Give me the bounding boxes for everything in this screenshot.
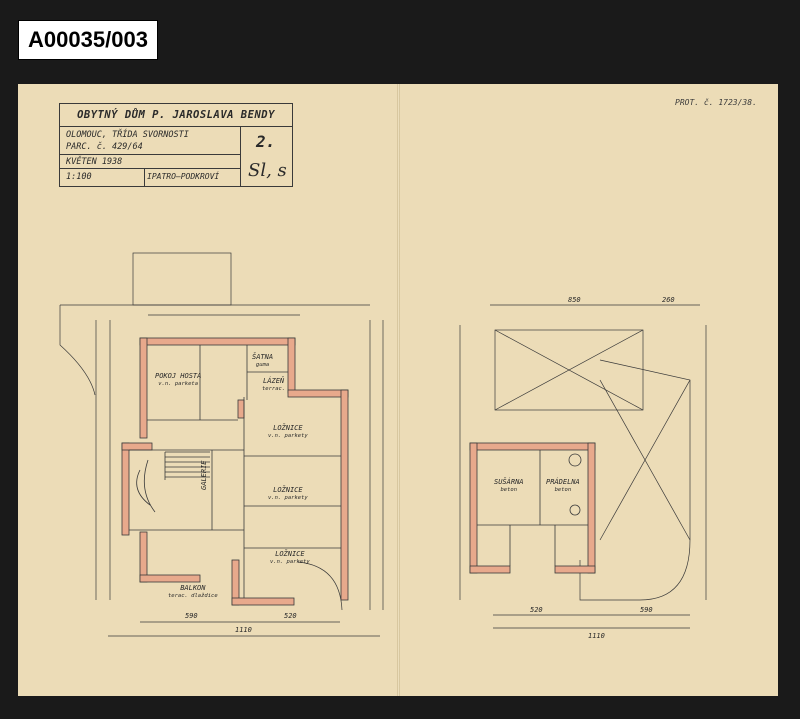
right-plan-partitions xyxy=(477,450,588,566)
room-label-pokoj-hosta: POKOJ HOSTA v.n. parketa xyxy=(155,372,202,387)
dim-right-top-1: 850 xyxy=(568,296,581,304)
archive-id-label: A00035/003 xyxy=(18,20,158,60)
room-label-susarna: SUŠÁRNA beton xyxy=(494,478,524,493)
room-label-loznice-1: LOŽNICE v.n. parkety xyxy=(268,424,308,439)
dim-right-bottom-2: 590 xyxy=(640,606,653,614)
floor-name: IPATRO–PODKROVÍ xyxy=(147,172,220,181)
drawing-scale: 1:100 xyxy=(66,172,92,182)
dim-left-bottom-1: 590 xyxy=(185,612,198,620)
dim-left-total: 1110 xyxy=(235,626,252,634)
room-label-lazen: LÁZEŇ terrac. xyxy=(262,377,286,392)
dim-right-total: 1110 xyxy=(588,632,605,640)
title-separator xyxy=(60,168,240,169)
title-separator xyxy=(60,154,240,155)
room-label-galerie: GALERIE xyxy=(200,460,208,490)
sheet-number: 2. xyxy=(256,132,276,151)
room-label-loznice-3: LOŽNICE v.n. parkety xyxy=(270,550,310,565)
project-title: OBYTNÝ DŮM P. JAROSLAVA BENDY xyxy=(60,104,292,127)
dim-left-bottom-2: 520 xyxy=(284,612,297,620)
terrace-outline xyxy=(132,252,232,306)
archive-id-text: A00035/003 xyxy=(28,27,148,52)
project-parcel: PARC. č. 429/64 xyxy=(66,142,143,152)
project-date: KVĚTEN 1938 xyxy=(66,157,123,167)
left-plan-walls xyxy=(121,337,349,606)
room-label-loznice-2: LOŽNICE v.n. parkety xyxy=(268,486,308,501)
dim-right-top-2: 260 xyxy=(662,296,675,304)
sheet-fold xyxy=(397,84,400,696)
room-label-satna: ŠATNA guma xyxy=(252,353,274,368)
sheet-code: Sl, s xyxy=(248,160,287,181)
stair-treads xyxy=(164,451,210,480)
room-label-balkon: BALKON terac. dlaždice xyxy=(168,584,218,599)
protocol-number: PROT. č. 1723/38. xyxy=(675,98,757,107)
right-plan-guides xyxy=(459,304,707,629)
right-plan-walls xyxy=(469,442,596,574)
title-vertical-separator xyxy=(240,126,241,186)
left-plan-partitions xyxy=(129,345,341,598)
title-vertical-separator xyxy=(144,168,145,186)
left-plan-guides xyxy=(59,252,384,637)
dim-right-bottom-1: 520 xyxy=(530,606,543,614)
project-address: OLOMOUC, TŘÍDA SVORNOSTI xyxy=(66,130,189,140)
title-block: OBYTNÝ DŮM P. JAROSLAVA BENDY OLOMOUC, T… xyxy=(59,103,293,187)
room-label-pradelna: PRÁDELNA beton xyxy=(546,478,580,493)
